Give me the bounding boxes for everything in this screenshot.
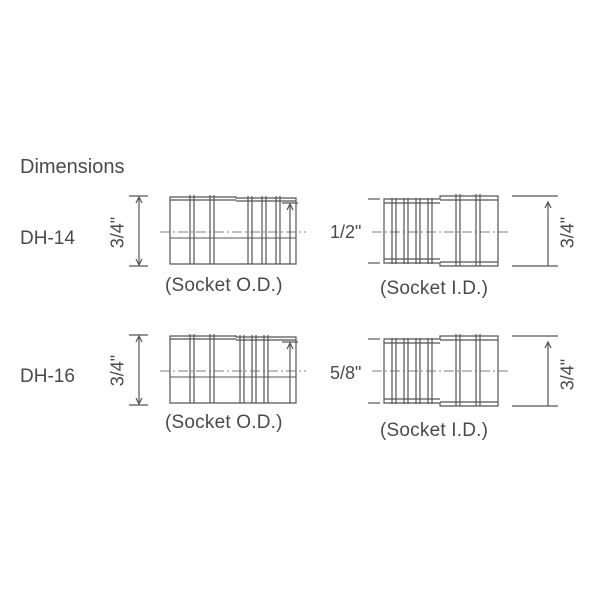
dh16-right-caption: (Socket I.D.) <box>380 420 489 441</box>
diagram-title: Dimensions <box>20 156 125 178</box>
dh14-socket-id-drawing <box>368 194 558 267</box>
dh14-socket-od-drawing <box>129 195 306 267</box>
dh16-socket-id-drawing <box>368 334 558 407</box>
dh16-left-caption: (Socket O.D.) <box>165 412 283 433</box>
dh16-socket-od-drawing <box>129 334 306 406</box>
model-label-dh14: DH-14 <box>20 228 75 249</box>
dh14-left-caption: (Socket O.D.) <box>165 275 283 296</box>
dh14-right-caption: (Socket I.D.) <box>380 278 489 299</box>
model-label-dh16: DH-16 <box>20 366 75 387</box>
dh16-right-inner-dimension: 5/8" <box>330 363 362 383</box>
dh14-right-inner-dimension: 1/2" <box>330 222 362 242</box>
